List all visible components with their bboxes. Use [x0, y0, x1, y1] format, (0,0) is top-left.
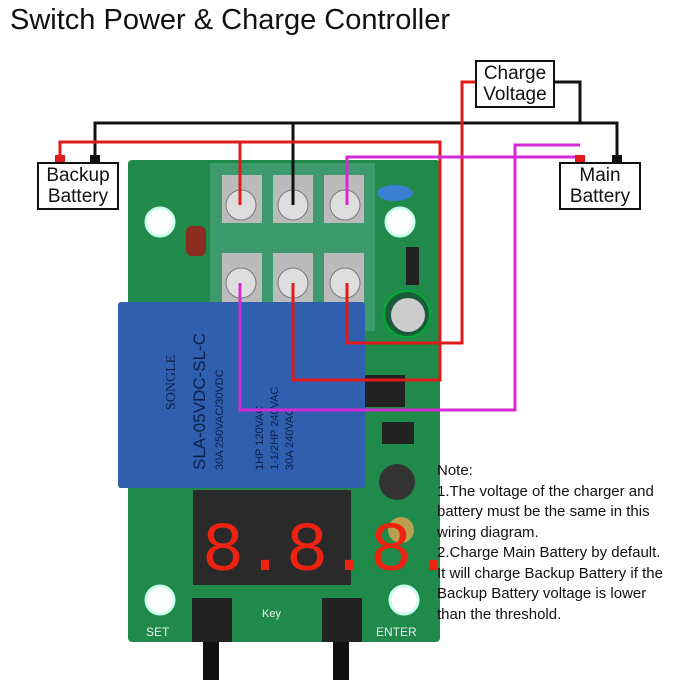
capacitor-brown: [186, 226, 206, 256]
mount-hole: [144, 206, 176, 238]
svg-text:SONGLE: SONGLE: [164, 355, 179, 410]
relay-markings: SONGLE SLA-05VDC-SL-C 30A 250VAC/30VDC 1…: [164, 333, 296, 470]
set-button[interactable]: [192, 598, 232, 642]
svg-text:30A 240VAC: 30A 240VAC: [284, 408, 296, 470]
enter-button-stem: [333, 642, 349, 680]
backup-positive-terminal: [55, 155, 65, 162]
label-line: Voltage: [483, 84, 547, 105]
diode-d3: [406, 247, 419, 285]
label-line: Main: [579, 165, 621, 186]
diode-d4: [382, 422, 414, 444]
note: Note: 1.The voltage of the charger and b…: [437, 461, 697, 625]
note-line: than the threshold.: [437, 605, 562, 623]
note-line: Backup Battery voltage is lower: [437, 585, 647, 602]
capacitor-blue: [377, 185, 413, 201]
note-line: It will charge Backup Battery if the: [437, 564, 663, 582]
main-battery-label: Main Battery: [559, 162, 641, 210]
label-line: Battery: [569, 186, 631, 207]
svg-text:1-1/2HP 240VAC: 1-1/2HP 240VAC: [269, 387, 281, 470]
capacitor-c7: [388, 517, 414, 543]
led-display: [193, 490, 351, 585]
display-digits: 8.8.8.: [202, 513, 454, 592]
backup-negative-terminal: [90, 155, 100, 162]
main-positive-terminal: [575, 155, 585, 162]
inductor: [379, 464, 415, 500]
mount-hole: [384, 206, 416, 238]
backup-battery-label: Backup Battery: [37, 162, 119, 210]
page-title: Switch Power & Charge Controller: [10, 4, 451, 36]
enter-button[interactable]: [322, 598, 362, 642]
key-label: Key: [262, 608, 281, 620]
label-line: Backup: [46, 165, 110, 186]
mount-hole: [144, 584, 176, 616]
svg-text:1HP 120VAC: 1HP 120VAC: [254, 406, 266, 470]
set-label: SET: [146, 625, 170, 639]
capacitor-top: [391, 298, 425, 332]
enter-label: ENTER: [376, 625, 417, 639]
svg-text:30A 250VAC/30VDC: 30A 250VAC/30VDC: [214, 369, 226, 470]
wire-main-positive-2: [238, 143, 580, 412]
svg-text:SLA-05VDC-SL-C: SLA-05VDC-SL-C: [190, 333, 209, 470]
note-line: wiring diagram.: [437, 523, 539, 541]
mount-hole: [388, 584, 420, 616]
wire-charge-negative: [552, 80, 582, 123]
note-line: 2.Charge Main Battery by default.: [437, 544, 661, 561]
charge-voltage-label: Charge Voltage: [475, 60, 555, 108]
label-line: Charge: [483, 63, 547, 84]
set-button-stem: [203, 642, 219, 680]
wire-charge-positive: [345, 80, 475, 345]
note-line: battery must be the same in this: [437, 503, 650, 520]
main-negative-terminal: [612, 155, 622, 162]
note-heading: Note:: [437, 462, 473, 479]
label-line: Battery: [47, 186, 109, 207]
note-line: 1.The voltage of the charger and: [437, 482, 654, 500]
wire-backup-positive: [58, 140, 442, 382]
